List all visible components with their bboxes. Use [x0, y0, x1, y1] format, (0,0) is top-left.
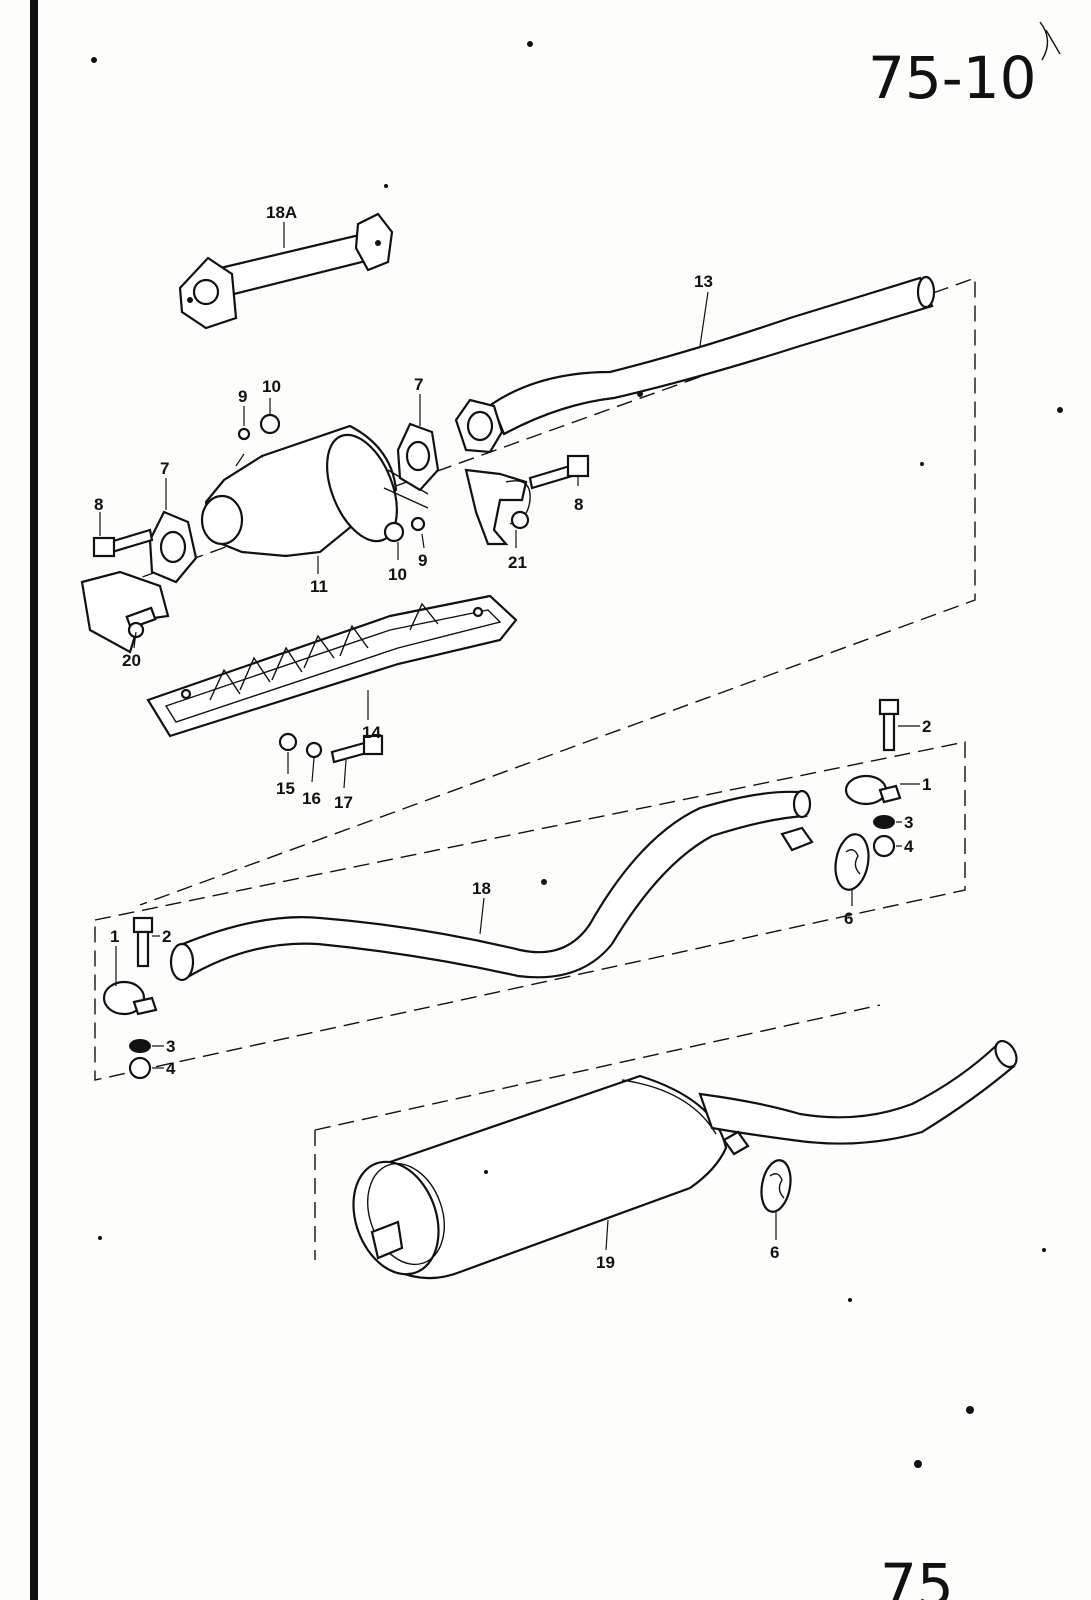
callout-18a: 18A	[266, 203, 297, 222]
callout-17: 17	[334, 793, 353, 812]
page-binding-edge	[30, 0, 38, 1600]
rear-muffler-19	[352, 1039, 1018, 1280]
gasket-7-front	[148, 510, 198, 584]
page-number: 75-10	[868, 44, 1037, 112]
washer-3-left	[129, 1039, 151, 1053]
gasket-7-rear	[396, 422, 440, 492]
washer-16	[305, 741, 323, 759]
washer-9-lower	[410, 516, 426, 532]
callout-6-upper: 6	[844, 909, 853, 928]
clamp-1-right	[844, 774, 902, 806]
callout-15: 15	[276, 779, 295, 798]
nut-4-right	[872, 834, 896, 858]
callout-20: 20	[122, 651, 141, 670]
nut-10-lower	[383, 521, 405, 543]
callout-6-lower: 6	[770, 1243, 779, 1262]
catalytic-converter-11	[200, 424, 429, 558]
callout-18: 18	[472, 879, 491, 898]
leader-lines	[99, 222, 920, 1251]
clamp-1-left	[102, 980, 158, 1016]
group-frame-front-pipe	[119, 277, 976, 906]
callout-19: 19	[596, 1253, 615, 1272]
callout-8-left: 8	[94, 495, 103, 514]
rubber-mount-6-lower	[760, 1159, 792, 1213]
callout-16: 16	[302, 789, 321, 808]
bolt-2-left	[132, 916, 154, 968]
connecting-pipe-18a	[178, 212, 394, 330]
rubber-mount-6-upper	[834, 833, 870, 891]
bolt-17	[330, 734, 384, 764]
page-number-bottom: 75	[880, 1551, 954, 1600]
callout-4-left: 4	[166, 1059, 176, 1078]
corner-pen-mark	[1039, 21, 1061, 61]
callout-9-upper: 9	[238, 387, 247, 406]
callout-3-left: 3	[166, 1037, 175, 1056]
callout-10-lower: 10	[388, 565, 407, 584]
intermediate-pipe-18	[169, 789, 814, 982]
callout-8-right: 8	[574, 495, 583, 514]
heat-shield-14	[146, 594, 518, 738]
callout-14: 14	[362, 723, 381, 742]
group-frame-intermediate-pipe	[94, 741, 966, 1081]
callout-2-right: 2	[922, 717, 931, 736]
callout-10-upper: 10	[262, 377, 281, 396]
bolt-2-right	[878, 698, 900, 752]
front-pipe-13	[454, 275, 936, 454]
washer-3-right	[873, 815, 895, 829]
callout-7-rear: 7	[414, 375, 423, 394]
bolt-8-right	[528, 454, 590, 490]
callout-1-right: 1	[922, 775, 931, 794]
callout-2-left: 2	[162, 927, 171, 946]
nut-10-upper	[259, 413, 281, 435]
bracket-21	[464, 468, 531, 546]
bracket-20	[80, 570, 170, 654]
callout-3-right: 3	[904, 813, 913, 832]
scan-speckles	[91, 41, 1063, 1468]
callout-13: 13	[694, 272, 713, 291]
washer-9-upper	[237, 427, 251, 441]
callout-7-front: 7	[160, 459, 169, 478]
callout-4-right: 4	[904, 837, 914, 856]
group-frame-rear-muffler	[314, 1004, 881, 1260]
callout-11: 11	[310, 577, 328, 596]
callout-1-left: 1	[110, 927, 119, 946]
callout-21: 21	[508, 553, 527, 572]
nut-4-left	[128, 1056, 152, 1080]
bolt-8-left	[92, 528, 154, 558]
nut-15	[278, 732, 298, 752]
callout-9-lower: 9	[418, 551, 427, 570]
